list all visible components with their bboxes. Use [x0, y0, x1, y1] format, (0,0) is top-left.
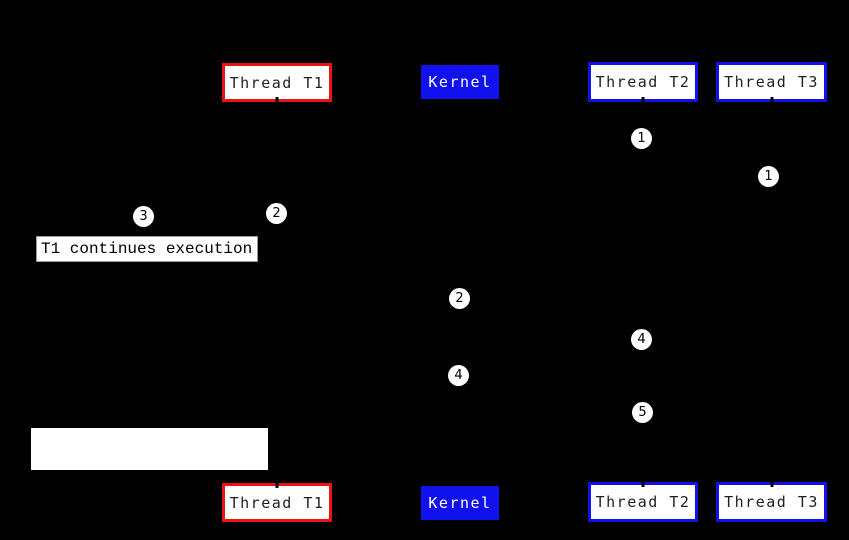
thread-t1-box-top: Thread T1 [222, 63, 332, 103]
thread-t3-label-top: Thread T3 [724, 73, 819, 91]
t1-continues-execution-text: T1 continues execution [41, 240, 253, 258]
step-marker-4-t2: 4 [631, 329, 652, 350]
blank-label-box [31, 428, 268, 470]
kernel-label-bottom: Kernel [428, 494, 492, 512]
thread-t3-label-bottom: Thread T3 [724, 493, 819, 511]
step-marker-3: 3 [133, 206, 154, 227]
thread-t2-box-top: Thread T2 [588, 62, 698, 103]
kernel-box-bottom: Kernel [421, 486, 499, 520]
lifeline-notch [275, 482, 279, 488]
kernel-label-top: Kernel [428, 73, 492, 91]
step-marker-4-kernel: 4 [448, 365, 469, 386]
thread-t1-box-bottom: Thread T1 [222, 482, 332, 522]
kernel-box-top: Kernel [421, 65, 499, 99]
lifeline-notch [641, 97, 645, 103]
step-marker-5: 5 [632, 402, 653, 423]
thread-t2-box-bottom: Thread T2 [588, 481, 698, 522]
step-marker-1-t3: 1 [758, 166, 779, 187]
lifeline-notch [641, 481, 645, 487]
thread-t1-label-top: Thread T1 [229, 73, 325, 92]
thread-t2-label-top: Thread T2 [595, 73, 691, 91]
lifeline-notch [770, 481, 773, 487]
lifeline-notch [770, 97, 773, 103]
step-marker-2-kernel: 2 [449, 288, 470, 309]
thread-t1-label-bottom: Thread T1 [229, 493, 325, 512]
thread-t3-box-bottom: Thread T3 [716, 481, 827, 522]
step-marker-1-t2: 1 [631, 128, 652, 149]
step-marker-2-t1: 2 [266, 203, 287, 224]
thread-t3-box-top: Thread T3 [716, 62, 827, 103]
t1-continues-execution-note: T1 continues execution [36, 236, 258, 262]
thread-t2-label-bottom: Thread T2 [595, 493, 691, 511]
lifeline-notch [275, 97, 279, 103]
